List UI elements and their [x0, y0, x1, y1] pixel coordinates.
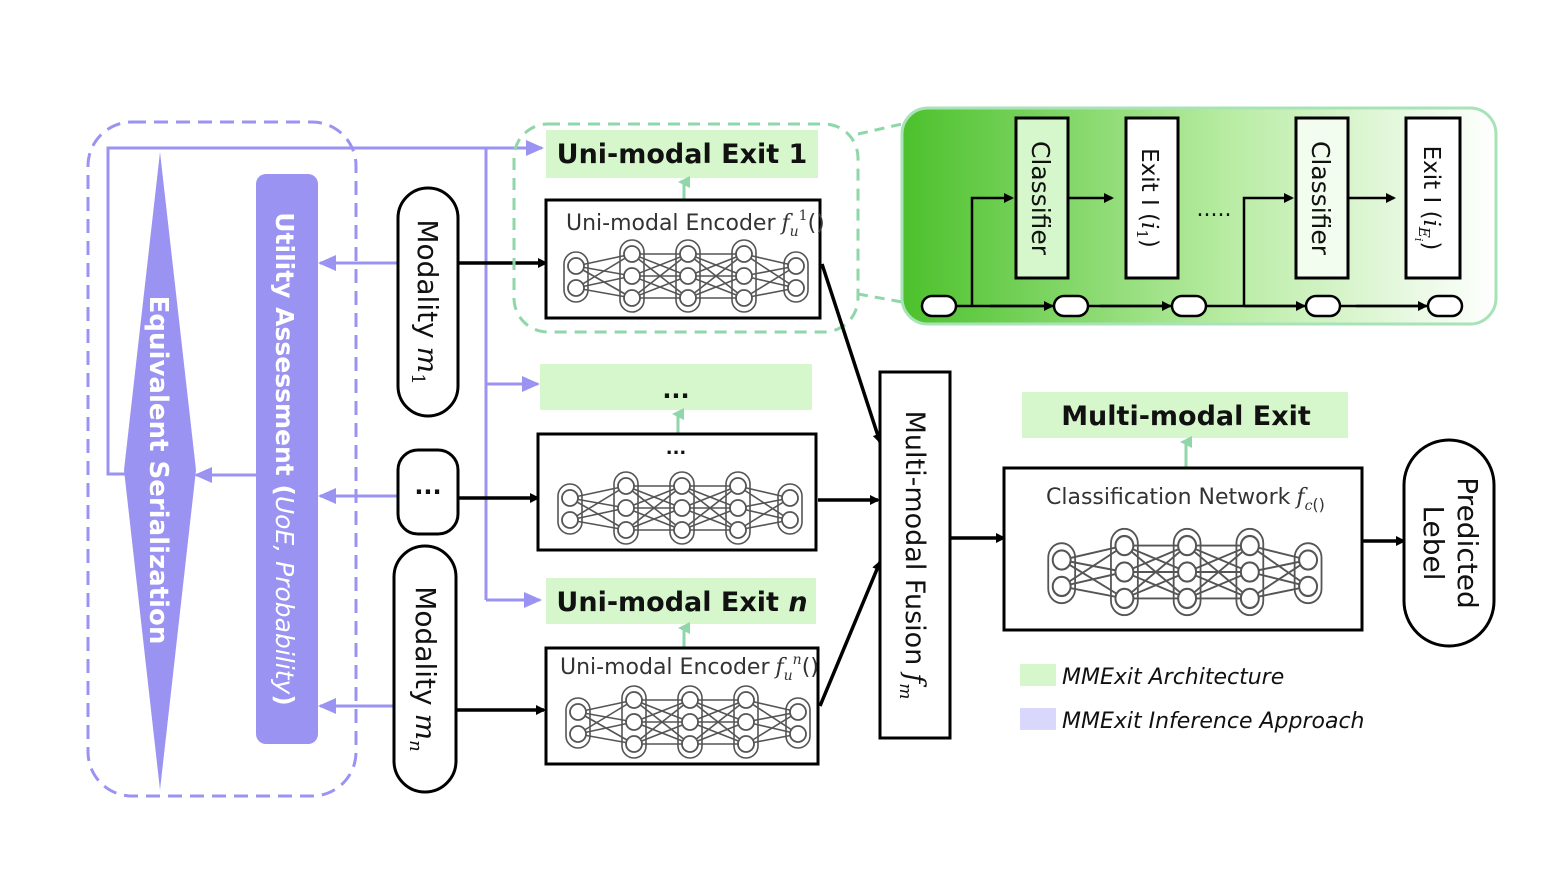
detail-branch-2	[1242, 193, 1294, 306]
encoder-1-sup: 1	[799, 208, 808, 224]
modality-n-text: Modality	[409, 586, 442, 705]
encoder-n-text: Uni-modal Encoder	[560, 655, 770, 680]
classification-sub: c	[1305, 498, 1313, 514]
detail-exit-1-close: )	[1136, 239, 1162, 248]
fusion-label: Multi-modal Fusion fm	[895, 411, 930, 700]
detail-exit-2-subsub: i	[1412, 238, 1425, 242]
arrow-encodern-fusion	[818, 560, 882, 707]
equivalent-serialization-label: Equivalent Serialization	[143, 296, 173, 645]
exit-1-label: Uni-modal Exit 1	[557, 139, 808, 170]
utility-close: )	[270, 694, 299, 705]
exit-mid-label: ...	[662, 376, 689, 404]
serialization-feedback-loop	[106, 146, 486, 476]
inference-group-box	[86, 120, 358, 798]
modality-1-text: Modality	[411, 219, 444, 338]
encoder-n-sub: u	[784, 668, 793, 684]
detail-classifier-1-box	[1014, 116, 1070, 280]
modality-mid-capsule	[396, 448, 460, 536]
detail-node-4	[1304, 294, 1342, 318]
detail-exit-1-text: Exit I (	[1136, 148, 1162, 222]
classification-text: Classification Network	[1046, 485, 1291, 510]
detail-node-3	[1170, 294, 1208, 318]
utility-main: Utility Assessment (	[270, 212, 299, 496]
detail-exit-2-label: Exit I (iEi)	[1412, 146, 1444, 251]
exit-mid-box	[540, 364, 812, 410]
encoder-1-paren: ()	[808, 211, 825, 236]
fusion-sub: m	[895, 683, 915, 699]
multi-exit-box	[1022, 392, 1348, 438]
predicted-line-2: Lebel	[1417, 505, 1450, 580]
exit-n-var: n	[788, 587, 807, 618]
detail-exit-2-var: i	[1418, 220, 1444, 227]
zoom-connector-bottom	[857, 292, 903, 304]
arrow-encoder1-fusion	[820, 263, 883, 444]
detail-exit-2-text: Exit I (	[1418, 146, 1444, 220]
predicted-line-1: Predicted	[1451, 477, 1484, 608]
exit-n-label: Uni-modal Exit n	[556, 587, 807, 618]
detail-exit-2-box	[1404, 116, 1462, 280]
multi-exit-label: Multi-modal Exit	[1061, 401, 1311, 432]
utility-assessment-box	[256, 174, 318, 744]
modality-n-sub: n	[405, 740, 426, 752]
encoder-mid-label: ...	[666, 438, 687, 459]
equivalent-serialization-shape	[124, 152, 196, 790]
legend-architecture-label: MMExit Architecture	[1062, 665, 1284, 690]
exit-n-box	[546, 578, 816, 624]
legend-inference-swatch	[1020, 708, 1056, 730]
modality-mid-label: ...	[414, 472, 441, 500]
modality-1-capsule	[396, 186, 460, 418]
exit-n-prefix: Uni-modal Exit	[556, 587, 788, 618]
legend-architecture-swatch	[1020, 664, 1056, 686]
exit-1-box	[546, 130, 818, 178]
predicted-label-capsule	[1402, 438, 1496, 648]
modality-1-var: m	[411, 347, 444, 374]
encoder-1-sub: u	[790, 224, 799, 240]
modality-1-label: Modality m1	[407, 219, 444, 384]
detail-classifier-2-label: Classifier	[1306, 141, 1335, 256]
fusion-text: Multi-modal Fusion	[899, 411, 930, 666]
detail-classifier-2-box	[1294, 116, 1350, 280]
encoder-n-sup: n	[793, 652, 802, 668]
zoom-connector-top	[857, 122, 903, 136]
detail-exit-2-close: )	[1418, 241, 1444, 250]
detail-branch-1	[970, 193, 1014, 306]
detail-exit-1-var: i	[1136, 222, 1162, 229]
detail-classifier-1-label: Classifier	[1026, 141, 1055, 256]
classification-paren: ()	[1312, 495, 1324, 514]
fusion-func: f	[899, 671, 930, 687]
detail-exit-1-box	[1124, 116, 1180, 280]
utility-italic: UoE, Probability	[270, 496, 299, 696]
detail-exit-1-sub: 1	[1133, 229, 1151, 239]
encoder-1-text: Uni-modal Encoder	[566, 211, 776, 236]
modality-1-sub: 1	[407, 373, 428, 384]
exit-1-dashed-group	[512, 122, 860, 334]
modality-n-var: m	[409, 714, 442, 741]
encoder-n-paren: ()	[802, 655, 819, 680]
legend-inference-label: MMExit Inference Approach	[1062, 709, 1364, 734]
detail-node-2	[1052, 294, 1090, 318]
detail-exit-2-sub: E	[1415, 226, 1433, 238]
modality-n-capsule	[392, 544, 458, 794]
modality-n-label: Modality mn	[405, 586, 442, 751]
detail-dots: .....	[1197, 197, 1232, 222]
utility-assessment-label: Utility Assessment (UoE, Probability)	[270, 212, 299, 706]
fusion-box	[878, 370, 952, 740]
detail-node-5	[1426, 294, 1464, 318]
detail-node-1	[920, 294, 958, 318]
detail-exit-1-label: Exit I (i1)	[1133, 148, 1162, 248]
